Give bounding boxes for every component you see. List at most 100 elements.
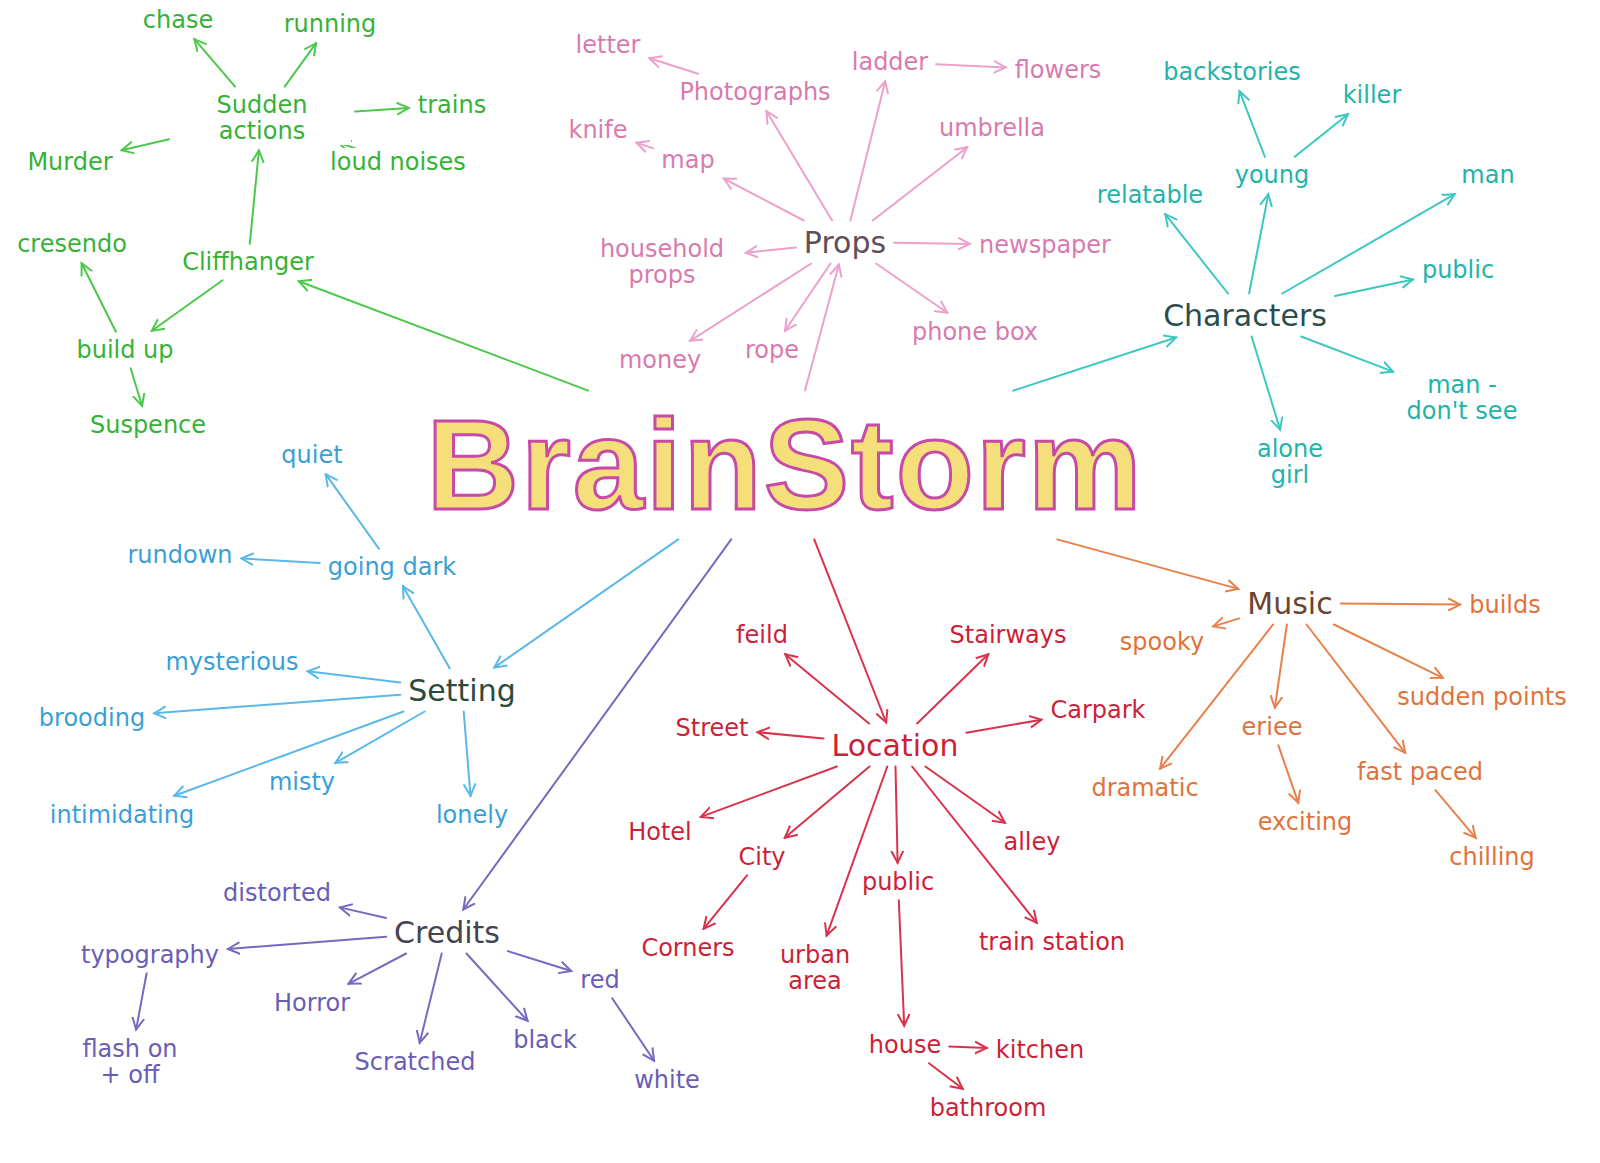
node-text: builds (1469, 591, 1541, 619)
connector-arrow (1275, 625, 1287, 708)
mind-map-word: white (630, 1066, 704, 1094)
connector-arrow (827, 767, 888, 936)
connector-arrow (1252, 337, 1281, 430)
mind-map-word: Stairways (946, 621, 1071, 649)
mind-map-word: young (1231, 161, 1314, 189)
connector-arrow (152, 280, 223, 331)
connector-arrow (1278, 745, 1298, 803)
mind-map-word: feild (732, 621, 792, 649)
mind-map-word: alley (999, 828, 1064, 856)
node-text: eriee (1242, 713, 1303, 741)
node-text: house (869, 1031, 941, 1059)
node-text: brooding (39, 704, 145, 732)
node-text: flowers (1015, 56, 1102, 84)
connector-arrow (896, 767, 898, 863)
node-text: feild (736, 621, 788, 649)
node-text: phone box (912, 318, 1038, 346)
connector-arrow (899, 900, 904, 1026)
node-text: map (661, 146, 714, 174)
mind-map-word: alone girl (1236, 435, 1344, 490)
mind-map-word: distorted (219, 879, 335, 907)
connector-arrow (785, 264, 831, 331)
node-text: Street (676, 714, 749, 742)
node-text: flash on + off (82, 1035, 177, 1089)
node-text: public (1422, 256, 1494, 284)
node-text: Props (804, 225, 886, 260)
node-text: build up (76, 336, 173, 364)
mind-map-word: cresendo (13, 230, 131, 258)
connector-arrow (1240, 91, 1265, 157)
connector-arrow (1341, 604, 1461, 605)
mind-map-word: killer (1339, 81, 1406, 109)
node-text: Music (1247, 586, 1332, 621)
connector-arrow (228, 937, 386, 949)
node-text: dramatic (1091, 774, 1198, 802)
connector-arrow (1301, 337, 1393, 372)
mind-map-word: public (858, 868, 938, 896)
connector-arrow (403, 586, 450, 668)
mind-map-word: backstories (1159, 58, 1304, 86)
node-text: chase (143, 6, 213, 34)
node-text: chilling (1449, 843, 1535, 871)
connector-arrow (82, 263, 116, 332)
connector-arrow (746, 247, 796, 252)
connector-arrow (767, 111, 833, 220)
mind-map-word: intimidating (46, 801, 198, 829)
connector-arrow (355, 108, 409, 112)
node-text: quiet (281, 441, 342, 469)
mind-map-word: man (1457, 161, 1518, 189)
connector-arrow (949, 1047, 987, 1048)
node-text: Setting (408, 673, 515, 708)
mind-map-word: build up (72, 336, 177, 364)
connector-arrow (873, 147, 968, 220)
connector-arrow (335, 712, 424, 763)
connector-arrow (917, 654, 988, 723)
connector-arrow (242, 559, 320, 563)
node-text: Stairways (950, 621, 1067, 649)
node-text: running (284, 10, 377, 38)
node-text: typography (81, 941, 219, 969)
mind-map-word: kitchen (992, 1036, 1088, 1064)
node-text: relatable (1097, 181, 1203, 209)
mind-map-word: going dark (324, 553, 460, 581)
mind-map-word: eriee (1238, 713, 1307, 741)
connector-arrow (929, 1063, 963, 1089)
mind-map-word: City (734, 843, 789, 871)
node-text: backstories (1163, 58, 1300, 86)
node-text: bathroom (930, 1094, 1047, 1122)
node-text: knife (569, 116, 628, 144)
mind-map-word: Street (672, 714, 753, 742)
mind-map-word: relatable (1093, 181, 1207, 209)
connector-arrow (1057, 539, 1238, 589)
connector-arrow (966, 720, 1041, 733)
connector-arrow (850, 81, 885, 220)
mind-map-word: running (280, 10, 381, 38)
mind-map-word: money (615, 346, 705, 374)
mind-map-word: Scratched (351, 1048, 480, 1076)
mind-map-word: chilling (1445, 843, 1539, 871)
connector-arrow (704, 875, 748, 929)
connector-arrow (894, 243, 970, 244)
mind-map-word: Cliffhanger (178, 248, 318, 276)
node-text: train station (979, 928, 1125, 956)
connector-arrow (612, 998, 654, 1061)
connector-arrow (250, 150, 259, 243)
node-text: spooky (1120, 628, 1204, 656)
branch-heading: Setting (404, 673, 519, 708)
connector-arrow (285, 43, 316, 86)
connector-arrow (508, 951, 571, 971)
node-text: letter (576, 31, 641, 59)
connector-arrow (194, 39, 235, 86)
connector-arrow (876, 264, 947, 313)
mind-map-word: chase (139, 6, 217, 34)
connector-arrow (936, 64, 1006, 67)
mind-map-word: public (1418, 256, 1498, 284)
node-text: rope (745, 336, 799, 364)
node-text: misty (269, 768, 335, 796)
connector-arrow (1334, 625, 1443, 678)
mind-map-word: typography (77, 941, 223, 969)
connector-arrow (122, 139, 169, 150)
mind-map-word: knife (565, 116, 632, 144)
mind-map-word: Corners (637, 934, 738, 962)
node-text: City (738, 843, 785, 871)
